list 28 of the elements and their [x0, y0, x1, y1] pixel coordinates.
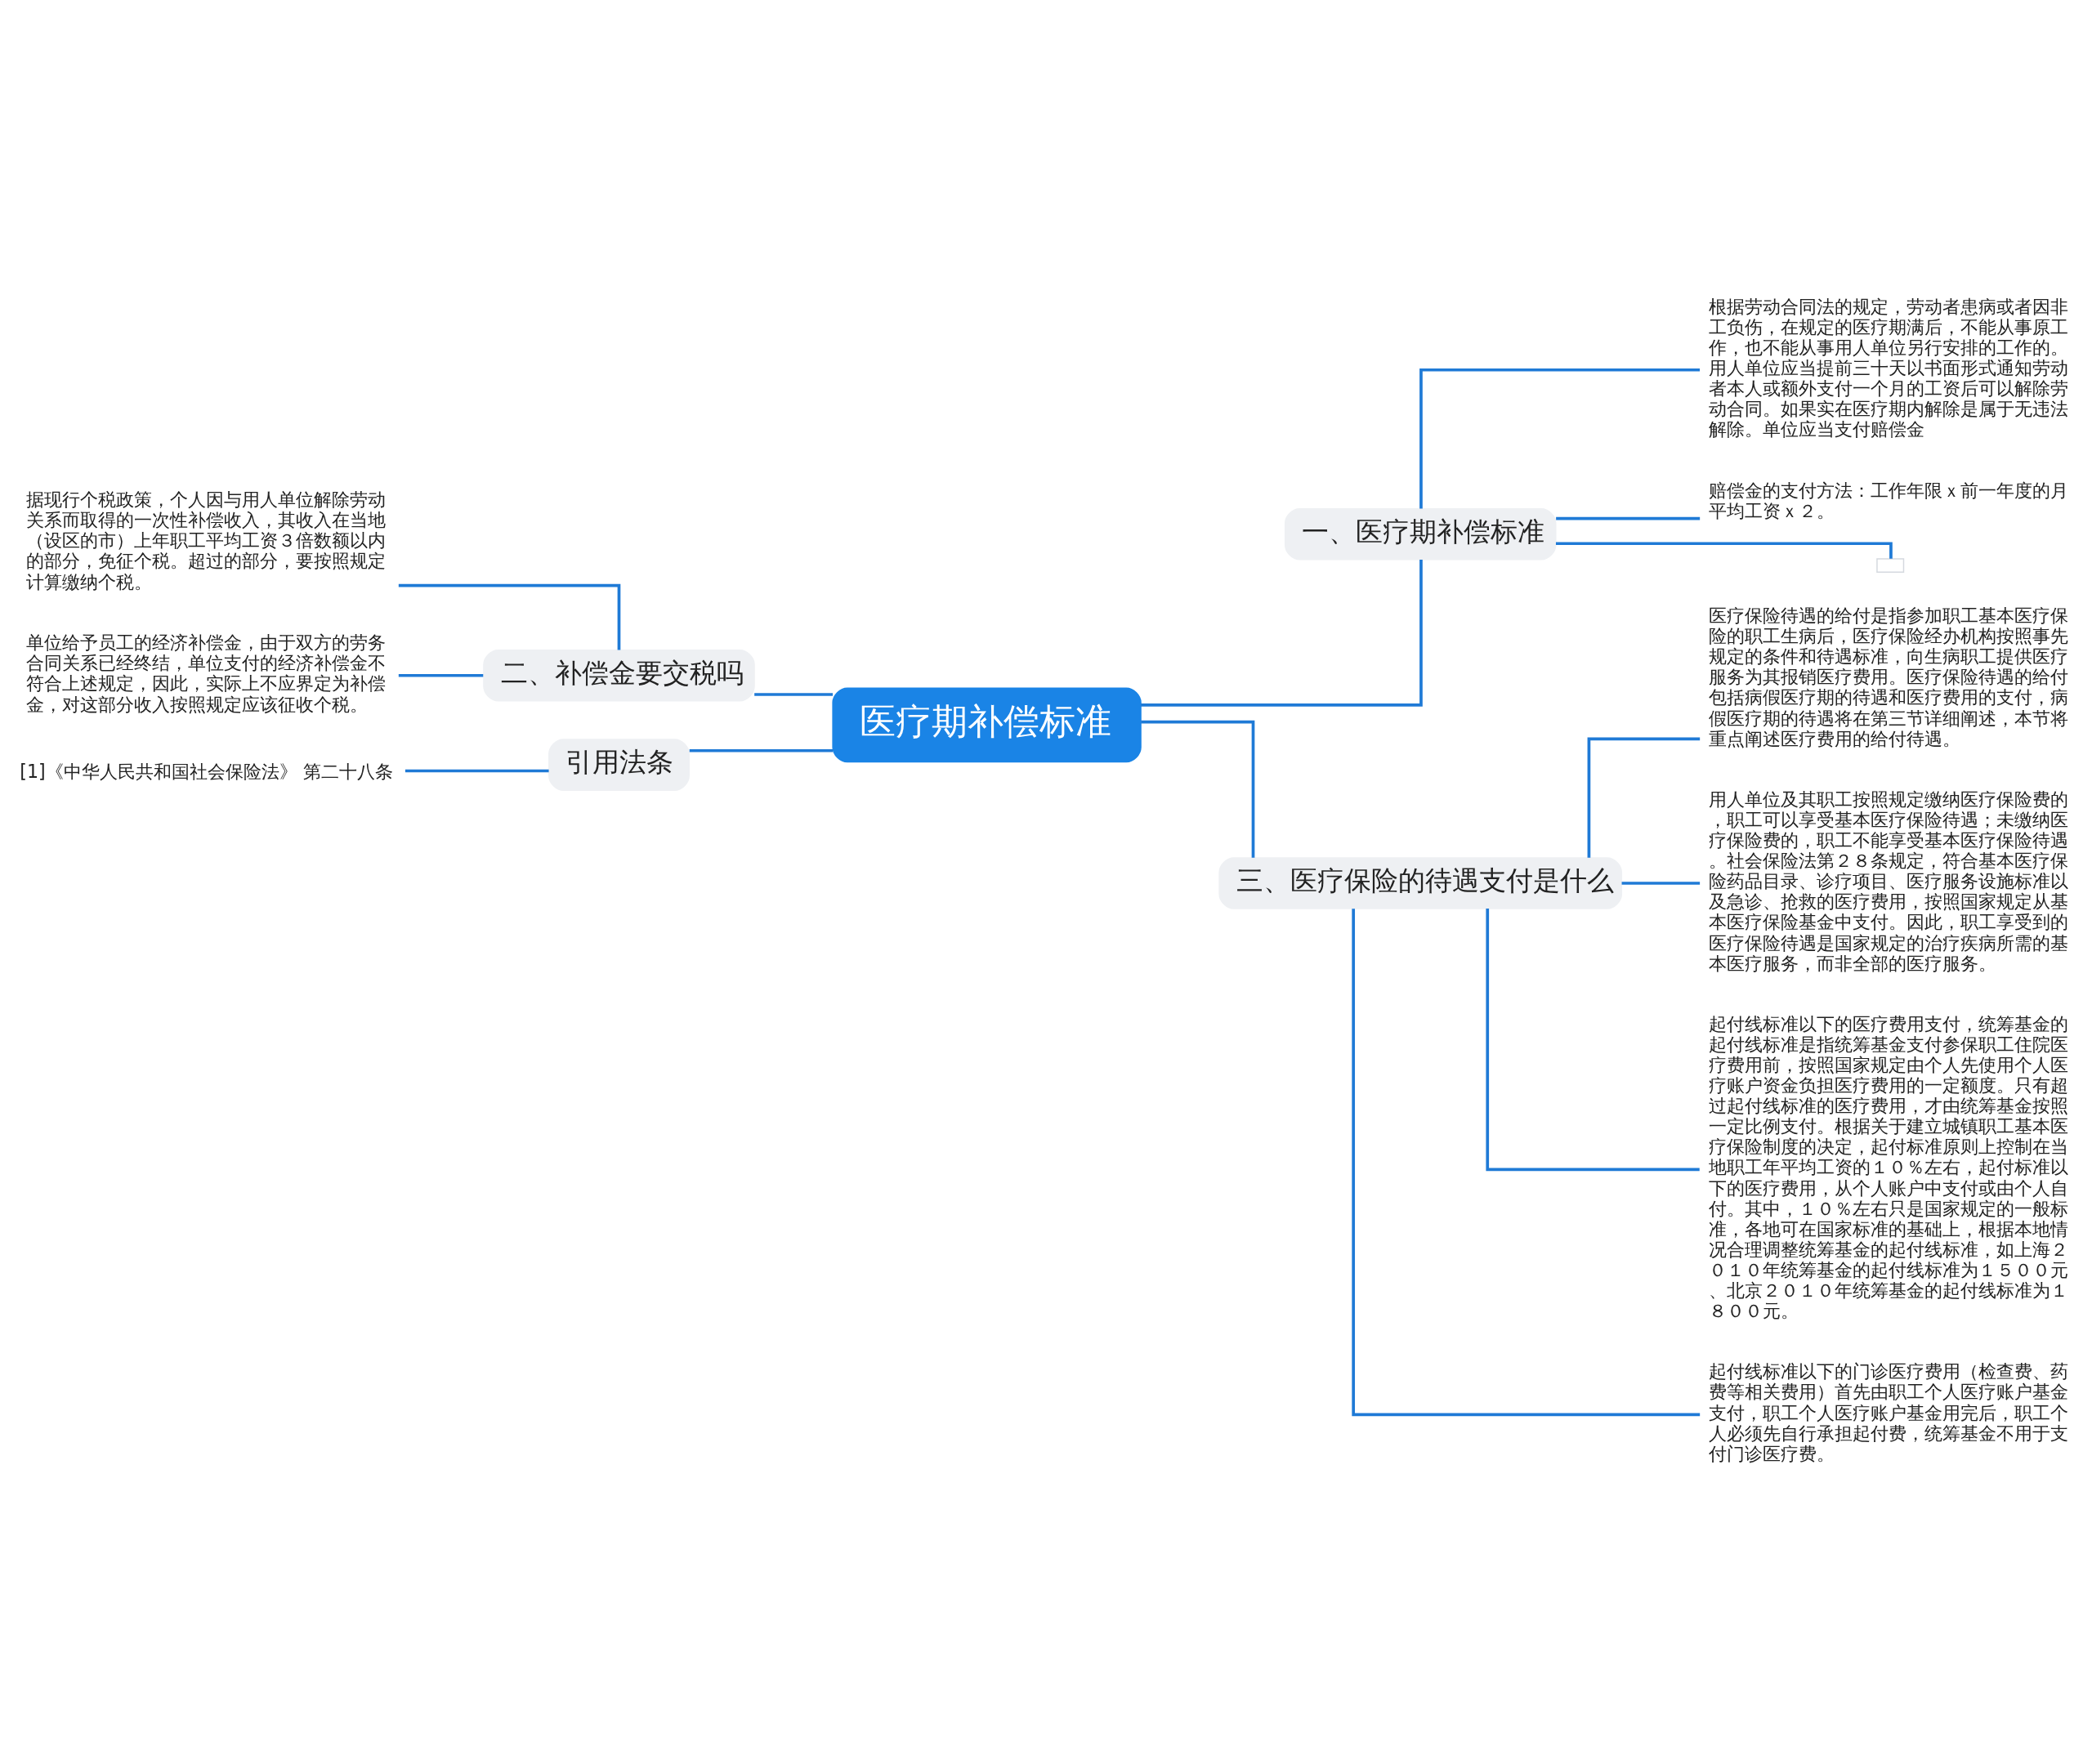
node-box: 引用法条 [548, 739, 690, 791]
node-text: 根据劳动合同法的规定，劳动者患病或者因非工负伤，在规定的医疗期满后，不能从事原工作，也不能从事用人单位另行安排的工作的。用人单位应当提前三十天以书面形式通知劳动者本人或额外支付一个月的工资后可以解除劳动合同。如果实在医疗期内解除是属于无违法解除。单位应当支付赔偿金 [1708, 295, 2068, 440]
node-text: 起付线标准以下的门诊医疗费用（检查费、药费等相关费用）首先由职工个人医疗账户基金支付，职工个人医疗账户基金用完后，职工个人必须先自行承担起付费，统筹基金不用于支付门诊医疗费。 [1708, 1360, 2068, 1464]
node-text: 赔偿金的支付方法：工作年限ｘ前一年度的月平均工资ｘ２。 [1708, 479, 2068, 522]
connector [1587, 737, 1701, 858]
node-box [1876, 558, 1905, 574]
connector [689, 748, 834, 752]
connector [1556, 516, 1701, 520]
connector [1141, 720, 1255, 858]
connector [1141, 560, 1423, 707]
node-text: 用人单位及其职工按照规定缴纳医疗保险费的，职工可以享受基本医疗保险待遇；未缴纳医疗保险费的，职工不能享受基本医疗保险待遇。社会保险法第２８条规定，符合基本医疗保险药品目录、诊疗项目、医疗服务设施标准以及急诊、抢救的医疗费用，按照国家规定从基本医疗保险基金中支付。因此，职工享受到的医疗保险待遇是国家规定的治疗疾病所需的基本医疗服务，而非全部的医疗服务。 [1708, 788, 2068, 974]
connector [1621, 882, 1701, 885]
connector [405, 769, 549, 773]
connector [1419, 368, 1701, 509]
node-box: 三、医疗保险的待遇支付是什么 [1218, 857, 1623, 909]
node-text: 起付线标准以下的医疗费用支付，统筹基金的起付线标准是指统筹基金支付参保职工住院医疗费用前，按照国家规定由个人先使用个人医疗账户资金负担医疗费用的一定额度。只有超过起付线标准的医疗费用，才由统筹基金按照一定比例支付。根据关于建立城镇职工基本医疗保险制度的决定，起付标准原则上控制在当地职工年平均工资的１０％左右，起付标准以下的医疗费用，从个人账户中支付或由个人自付。其中，１０％左右只是国家规定的一般标准，各地可在国家标准的基础上，根据本地情况合理调整统筹基金的起付线标准，如上海２０１０年统筹基金的起付线标准为１５００元、北京２０１０年统筹基金的起付线标准为１８００元。 [1708, 1012, 2068, 1322]
connector [1352, 909, 1701, 1417]
connector [398, 583, 621, 650]
connector [754, 693, 834, 696]
connector [398, 673, 484, 677]
connector [1486, 909, 1700, 1172]
node-text: 单位给予员工的经济补偿金，由于双方的劳务合同关系已经终结，单位支付的经济补偿金不符合上述规定，因此，实际上不应界定为补偿金，对这部分收入按照规定应该征收个税。 [26, 632, 387, 715]
node-text: [1]《中华人民共和国社会保险法》 第二十八条 [20, 760, 393, 782]
node-box: 一、医疗期补偿标准 [1284, 508, 1557, 560]
node-box: 二、补偿金要交税吗 [483, 649, 755, 702]
node-text: 医疗保险待遇的给付是指参加职工基本医疗保险的职工生病后，医疗保险经办机构按照事先规定的条件和待遇标准，向生病职工提供医疗服务为其报销医疗费用。医疗保险待遇的给付包括病假医疗期的待遇和医疗费用的支付，病假医疗期的待遇将在第三节详细阐述，本节将重点阐述医疗费用的给付待遇。 [1708, 604, 2068, 749]
node-box: 医疗期补偿标准 [832, 687, 1142, 763]
node-text: 据现行个税政策，个人因与用人单位解除劳动关系而取得的一次性补偿收入，其收入在当地（设区的市）上年职工平均工资３倍数额以内的部分，免征个税。超过的部分，要按照规定计算缴纳个税。 [26, 489, 387, 592]
